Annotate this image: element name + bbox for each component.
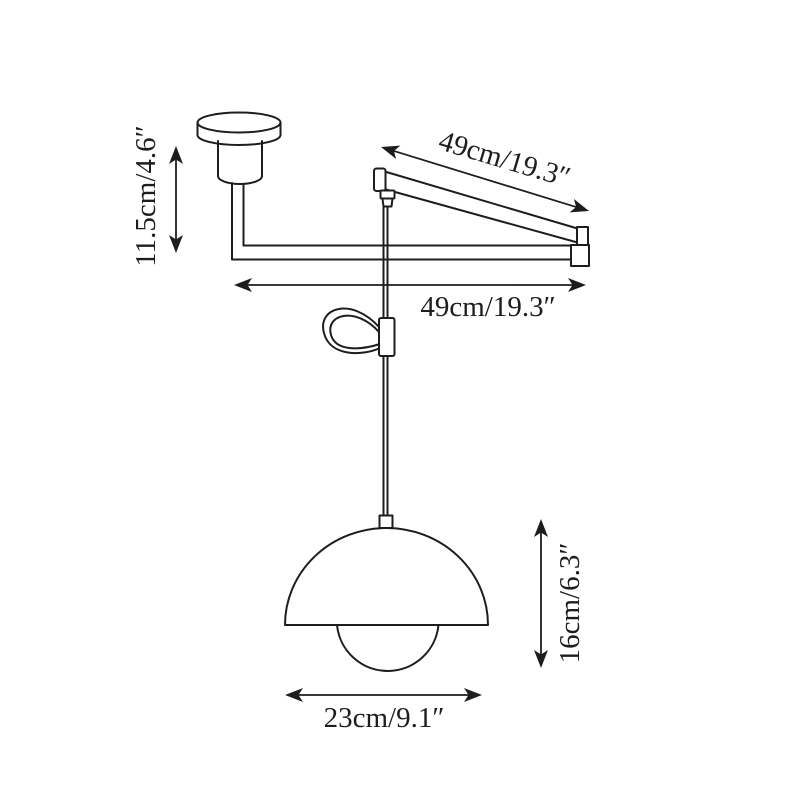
- rod-left-edge: [231, 182, 572, 261]
- dimension-label-shade-height: 16cm/6.3″: [554, 543, 586, 664]
- mounting-rod: [231, 182, 572, 261]
- cable-gland-bottom: [381, 197, 394, 208]
- shade-height-arrow-head-top: [534, 519, 548, 537]
- dimension-label-shade-diameter: 23cm/9.1″: [324, 702, 445, 734]
- dimension-arrow-swing-arm: [381, 145, 589, 213]
- canopy-height-arrow-head-top: [169, 146, 183, 164]
- shade-diameter-arrow-head-right: [464, 688, 482, 702]
- cable-gland-top: [379, 189, 396, 200]
- swing-arm-arrow-line: [392, 149, 578, 209]
- swing-arm: [373, 167, 590, 267]
- swing-arm-bottom-edge: [385, 188, 579, 244]
- swing-arm-left-bracket: [373, 167, 387, 192]
- shade-top-connector: [378, 514, 394, 529]
- swing-arm-top-edge: [382, 170, 579, 230]
- dimension-arrow-shade-height: [534, 519, 548, 668]
- dimension-arrow-shade-diameter: [285, 688, 482, 702]
- canopy-height-arrow-head-bottom: [169, 235, 183, 253]
- dimension-label-canopy-height: 11.5cm/4.6″: [130, 125, 162, 267]
- dimension-arrow-horizontal-arm: [234, 278, 586, 292]
- lampshade: [284, 514, 489, 672]
- cord-adjuster-block: [378, 317, 396, 357]
- dimension-label-horizontal-arm: 49cm/19.3″: [420, 291, 555, 323]
- shade-diameter-arrow-head-left: [285, 688, 303, 702]
- rod-right-edge: [242, 183, 572, 247]
- horizontal-arm-arrow-head-right: [568, 278, 586, 292]
- swing-arm-arrow-head-left: [381, 145, 401, 159]
- swing-arm-right-pivot-lower: [570, 244, 590, 267]
- cord-loop-outer: [322, 307, 381, 354]
- inner-diffuser-sphere: [336, 624, 440, 672]
- dimension-labels: 11.5cm/4.6″ 49cm/19.3″ 49cm/19.3″ 16cm/6…: [130, 125, 586, 734]
- shade-height-arrow-head-bottom: [534, 650, 548, 668]
- cord-loop-inner: [329, 314, 381, 350]
- swing-arm-right-pivot-upper: [576, 226, 589, 246]
- dimension-label-swing-arm: 49cm/19.3″: [435, 125, 574, 194]
- canopy-cylinder-bottom-arc: [217, 175, 263, 185]
- cord-adjuster: [322, 307, 396, 357]
- canopy-rim-bottom-arc: [196, 134, 282, 146]
- swing-arm-arrow-head-right: [569, 199, 589, 213]
- horizontal-arm-arrow-head-left: [234, 278, 252, 292]
- shade-dome: [284, 527, 489, 626]
- canopy-top-disc: [196, 111, 282, 134]
- dimension-arrows: [169, 145, 589, 702]
- ceiling-canopy: [196, 111, 282, 185]
- suspension-cable: [382, 205, 389, 517]
- dimension-arrow-canopy-height: [169, 146, 183, 253]
